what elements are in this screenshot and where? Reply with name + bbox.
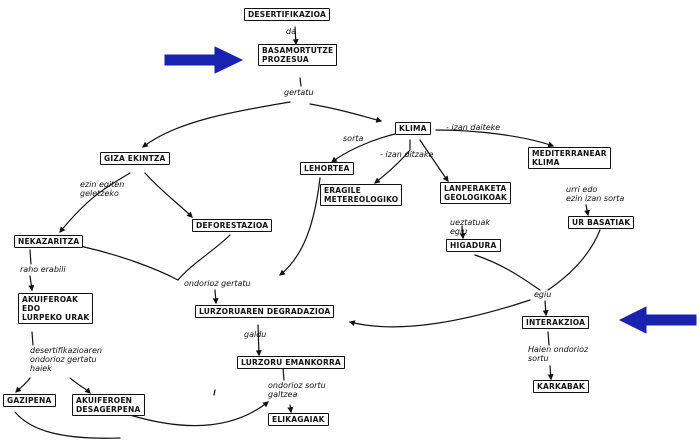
label-izan-ditzake: - izan ditzake (380, 150, 434, 159)
node-ur-basatiak: UR BASATIAK (568, 216, 635, 229)
label-da: da (286, 27, 296, 36)
node-deforestazioa: DEFORESTAZIOA (192, 219, 273, 232)
label-ondorioz-gertatu: ondorioz gertatu (184, 279, 251, 288)
link-deforestazioa-ondorioz (177, 234, 231, 281)
label-sorta: sorta (343, 134, 364, 143)
link-nekazaritza-akuiferoak (29, 249, 32, 265)
label-gertatu: gertatu (284, 88, 314, 97)
link-klima-eragile (374, 139, 411, 184)
pointer-arrow-left (164, 46, 244, 74)
link-giza-deforestazioa (144, 172, 193, 218)
node-gazipena: GAZIPENA (3, 394, 56, 407)
label-raho-erabili: raho erabili (20, 265, 66, 274)
link-gertatu-giza (142, 101, 291, 148)
node-lehortea: LEHORTEA (300, 162, 354, 175)
link-klima-lanperaketa (419, 139, 449, 182)
label-izan-daiteke: - izan daiteke (446, 123, 501, 132)
node-nekazaritza: NEKAZARITZA (14, 235, 84, 248)
link-gertatu-klima (309, 103, 383, 123)
node-lurzoruaren-degradazioa: LURZORUAREN DEGRADAZIOA (195, 305, 335, 318)
node-elikagaiak: ELIKAGAIAK (268, 413, 329, 426)
link-stray-mark (213, 389, 216, 396)
link-egiu-interakzioa (542, 300, 549, 317)
link-desertifi-akuiferoen (69, 377, 91, 394)
pointer-arrow-right (618, 306, 697, 334)
link-nekazaritza-ondorioz (79, 245, 179, 281)
link-interakzioa-haien (547, 331, 550, 346)
node-higadura: HIGADURA (446, 239, 501, 252)
node-klima: KLIMA (395, 122, 431, 135)
link-lurzoru-ondorioz (282, 367, 285, 381)
link-akuiferoen-elikagaiak (129, 401, 269, 427)
link-higadura-egiu (474, 254, 541, 291)
link-akuiferoak-desertifi (31, 331, 34, 346)
link-basamortutze-gertatu (299, 77, 302, 87)
node-interakzioa: INTERAKZIOA (522, 316, 590, 329)
link-desertifi-gazipena (15, 377, 31, 393)
link-lehorteak-lurzoruaren (279, 177, 321, 276)
node-giza-ekintza: GIZA EKINTZA (100, 152, 170, 165)
label-egiu: egiu (534, 290, 552, 299)
node-desertifikazioa: DESERTIFIKAZIOA (244, 8, 330, 21)
link-egiu-lurzoruaren (348, 299, 531, 328)
link-raho-akuiferoak (28, 275, 35, 292)
link-ondorioz-lurzoruaren (212, 289, 219, 305)
link-klima-mediterranear (435, 129, 555, 148)
node-lurzoru-emankorra: LURZORU EMANKORRA (237, 356, 345, 369)
link-mediterranear-urbasatiak (584, 204, 591, 217)
link-haien-karkabak (547, 365, 554, 381)
label-galdu: galdu (244, 330, 267, 339)
link-ondorioz-elikagaiak (287, 404, 294, 414)
node-karkabak: KARKABAK (533, 380, 589, 393)
link-urbasatiak-egiu (547, 229, 601, 291)
